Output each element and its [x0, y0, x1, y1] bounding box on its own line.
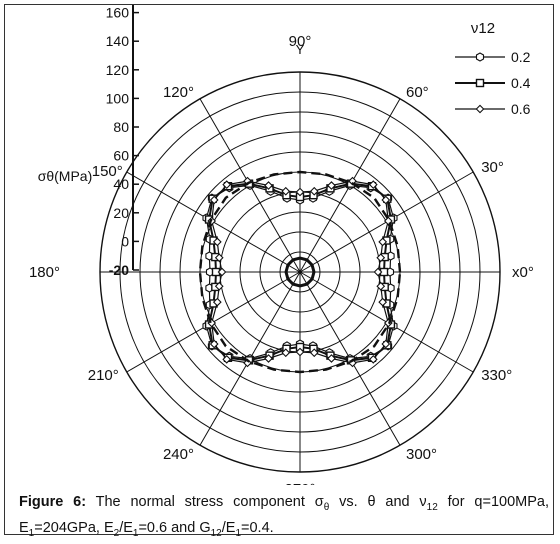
radial-tick-label: 80: [113, 119, 129, 135]
caption-text: for q=100MPa, E: [19, 494, 549, 536]
data-point: [209, 195, 219, 205]
angle-label: 120°: [163, 84, 194, 101]
data-point: [222, 180, 232, 190]
data-point: [378, 297, 388, 307]
data-point: [376, 253, 386, 263]
data-point: [373, 267, 383, 277]
data-point: [327, 181, 336, 190]
caption-sub: 1: [235, 527, 242, 539]
data-point: [222, 354, 232, 364]
legend-label: 0.4: [511, 75, 531, 91]
series-layer: [198, 170, 402, 374]
data-point: [214, 253, 224, 263]
caption-sub: 12: [426, 501, 438, 513]
angle-label: 270°: [284, 481, 315, 485]
caption-text: =0.6 and G: [138, 519, 211, 536]
radial-tick-label: 0: [121, 233, 129, 249]
angle-label: 30°: [481, 159, 504, 176]
data-point: [376, 281, 386, 291]
caption-text: The normal stress component σ: [86, 494, 324, 510]
data-point: [214, 281, 224, 291]
caption-sub: 12: [210, 527, 222, 539]
radial-tick-label: 40: [113, 176, 129, 192]
data-point: [264, 181, 273, 190]
radial-tick-label: 100: [106, 90, 130, 106]
angle-label: x0°: [512, 264, 534, 281]
data-point: [209, 339, 219, 349]
radial-tick-label: 140: [106, 33, 130, 49]
data-point: [212, 297, 222, 307]
angle-label: 300°: [406, 446, 437, 463]
data-point: [295, 347, 305, 357]
data-point: [212, 237, 222, 247]
data-point: [295, 187, 305, 197]
data-point: [381, 339, 391, 349]
angle-label: 210°: [88, 367, 119, 384]
radial-tick-label: 20: [113, 205, 129, 221]
data-point: [368, 354, 378, 364]
series-line: [198, 170, 402, 374]
angle-labels: x0° 30° 60° 90° 120° 150° 180° 210° 240° 270° 300°…: [29, 33, 534, 485]
radial-tick-label: 60: [113, 148, 129, 164]
angle-label: 150°: [92, 163, 123, 180]
data-point: [264, 354, 273, 363]
legend-label: 0.6: [511, 101, 531, 117]
radial-tick-label: -20: [109, 262, 129, 278]
figure-frame: x0° 30° 60° 90° 120° 150° 180° 210° 240° 270° 300°…: [4, 4, 554, 539]
radial-tick-label: 160: [106, 5, 130, 21]
figure-caption: Figure 6: The normal stress component σθ…: [19, 492, 549, 544]
caption-text: vs. θ and ν: [329, 494, 427, 510]
legend-marker: [475, 52, 485, 62]
y-axis-letter: Y: [296, 42, 305, 57]
data-point: [217, 267, 227, 277]
caption-text: =0.4.: [241, 519, 274, 536]
data-point: [281, 348, 291, 358]
caption-text: /E: [221, 519, 236, 536]
data-point: [243, 358, 252, 368]
angle-label: 90°: [289, 33, 312, 50]
caption-sub: 1: [28, 527, 35, 539]
radial-tick-label: 120: [106, 62, 130, 78]
legend-label: 0.2: [511, 49, 531, 65]
data-point: [309, 348, 319, 358]
angle-label: 330°: [481, 367, 512, 384]
data-point: [368, 180, 378, 190]
caption-sub: 2: [113, 527, 120, 539]
legend-title: ν12: [471, 20, 495, 37]
legend-marker: [475, 78, 485, 88]
data-point: [309, 186, 319, 196]
legend: ν12 0.2 0.4 0.6: [455, 20, 531, 117]
legend-marker: [475, 104, 485, 114]
data-point: [378, 237, 388, 247]
angle-label: 180°: [29, 264, 60, 281]
caption-sub: 1: [132, 527, 139, 539]
angle-label: 60°: [406, 84, 429, 101]
data-point: [281, 186, 291, 196]
angle-label: 240°: [163, 446, 194, 463]
radial-axis-label: σθ(MPa): [38, 168, 93, 184]
caption-figure-label: Figure 6:: [19, 494, 87, 510]
angle-spokes: [100, 72, 500, 472]
data-point: [327, 354, 336, 363]
caption-text: =204GPa, E: [34, 519, 114, 536]
radial-axis: -20020406080100120140160180σθ(MPa): [38, 5, 139, 278]
data-point: [381, 195, 391, 205]
polar-chart: x0° 30° 60° 90° 120° 150° 180° 210° 240° 270° 300°…: [29, 5, 534, 485]
caption-sub: θ: [323, 501, 330, 513]
series-line: [284, 256, 316, 288]
caption-text: /E: [119, 519, 133, 536]
